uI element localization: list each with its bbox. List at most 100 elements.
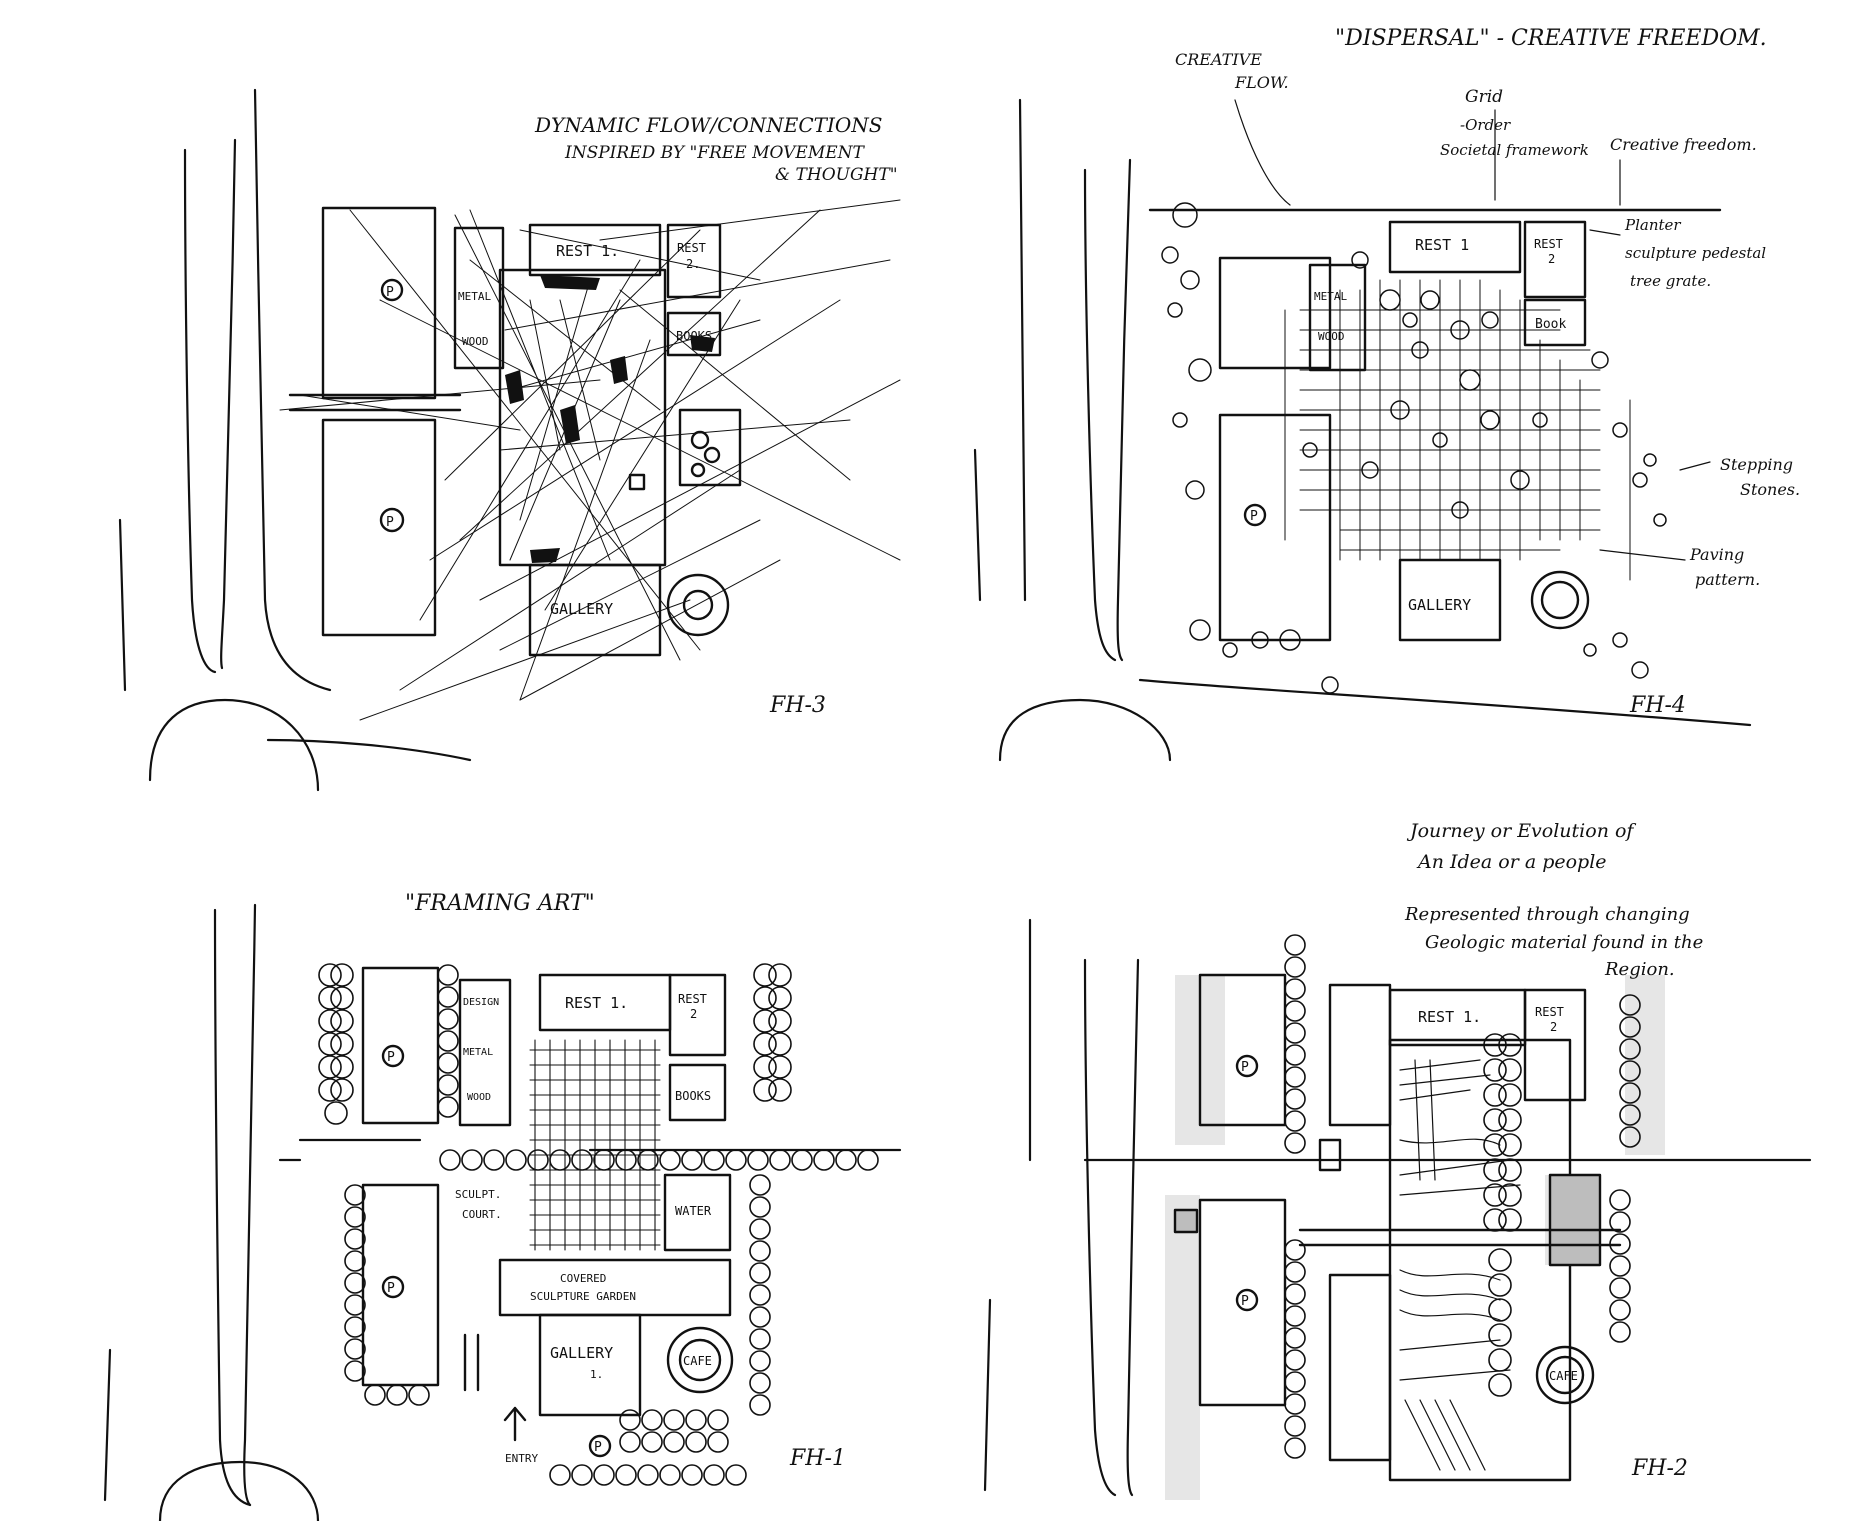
fh1-court-label: COURT. [462,1208,502,1221]
fh4-planter-note: Planter [1624,216,1681,234]
fh1-parking-label-n: P [387,1050,395,1065]
fh1-gallery-block [538,1313,642,1417]
fh1-labels: REST 1. REST 2 DESIGN METAL WOOD BOOKS W… [387,891,846,1471]
fh1-rest1-label: REST 1. [565,994,628,1012]
fh3-rest1-label: REST 1. [556,242,619,260]
fh1-cafe-label: CAFE [683,1354,712,1368]
fh3-labels: REST 1. REST 2. METAL WOOD BOOKS GALLERY… [386,113,898,718]
fh1-rest2b-label: 2 [690,1007,697,1021]
fh3-note-line3: & THOUGHT" [775,165,898,185]
fh4-societal-note: Societal framework [1440,141,1589,159]
fh1-parking-label-e: P [594,1440,602,1455]
fh4-rest2b-label: 2 [1548,252,1555,266]
fh1-covered-garden-block [498,1258,732,1317]
fh1-sculpture-garden-label: SCULPTURE GARDEN [530,1290,636,1303]
fh3-fountain-court [678,408,742,487]
fh1-design-label: DESIGN [463,997,499,1008]
fh4-circle-inner [1540,580,1580,620]
fh4-gallery-label: GALLERY [1408,596,1471,614]
fh4-order-note: -Order [1460,116,1511,134]
fh4-stepping-note-2: Stones. [1740,480,1800,499]
fh2-parking-symbol-n [1235,1054,1259,1078]
fh4-rest2-block [1523,220,1587,299]
fh3-note-line1: DYNAMIC FLOW/CONNECTIONS [534,113,883,137]
fh2-studio-block [1328,983,1392,1127]
fh1-parking-symbol-e [588,1434,612,1458]
fh3-books-block [666,311,722,357]
fh2-gallery-block [1328,1273,1392,1462]
fh1-tree-rows [318,963,879,1486]
panel-fh4: REST 1 REST 2 METAL WOOD Book GALLERY P … [973,26,1800,762]
fh3-sheet-label: FH-3 [769,693,826,718]
fh3-rest2b-label: 2. [686,257,700,271]
fh1-rest2-block [668,973,727,1057]
fh2-cafe-inner [1545,1355,1585,1395]
fh3-rest2-label: REST [677,241,706,255]
fh1-cafe-plaza [666,1326,734,1394]
fh4-wood-label: WOOD [1318,330,1345,343]
fh4-title: "DISPERSAL" - CREATIVE FREEDOM. [1335,26,1767,51]
fh2-note-line4: Geologic material found in the [1425,932,1703,953]
fh1-gallery-num: 1. [590,1368,603,1381]
fh1-parking-symbol-s [381,1275,405,1299]
fh4-circle-plaza [1530,570,1590,630]
fh1-grid-pattern [529,1039,661,1251]
fh3-parking-south [321,418,437,637]
fh4-rest2-label: REST [1534,237,1563,251]
fh4-creative-flow-2: FLOW. [1234,73,1289,92]
fh1-parking-symbol-n [381,1044,405,1068]
fh3-note-line2: INSPIRED BY "FREE MOVEMENT [564,143,866,163]
fh1-buildings [361,966,734,1458]
fh1-studio-block [458,978,512,1127]
fh2-rest2-block [1523,988,1587,1102]
fh2-cafe-plaza [1535,1345,1595,1405]
fh2-parking-south [1198,1198,1287,1407]
fh3-parking-label-s: P [386,515,394,530]
fh3-gallery-label: GALLERY [550,600,613,618]
fh3-wood-label: WOOD [462,335,489,348]
fh3-buildings [288,206,742,657]
fh4-book-label: Book [1535,317,1566,332]
fh3-circle-plaza [666,573,730,637]
fh4-rest1-block [1388,220,1522,274]
fh2-note-line3: Represented through changing [1404,904,1690,925]
fh1-parking-north [361,966,440,1125]
fh2-buildings [1173,973,1622,1482]
fh1-site-roads [103,903,902,1521]
fh1-water-block [663,1173,732,1252]
fh3-parking-symbol-s [379,507,405,533]
fh4-creative-flow-1: CREATIVE [1175,50,1262,69]
fh3-parking-symbol-n [380,278,404,302]
fh2-labels: REST 1. REST 2 CAFE P P Journey or Evolu… [1241,820,1703,1481]
fh4-sheet-label: FH-4 [1629,693,1686,718]
fh2-rest1-label: REST 1. [1418,1008,1481,1026]
fh3-parking-label-n: P [386,285,394,300]
fh3-rest1-block [528,223,662,277]
fh3-parking-north [321,206,437,400]
fh1-rest2-label: REST [678,992,707,1006]
fh2-note-line5: Region. [1604,959,1675,980]
fh2-cafe-label: CAFE [1549,1369,1578,1383]
fh1-cafe-inner [678,1338,722,1382]
fh4-leader-lines [1234,99,1711,561]
fh2-parking-north [1198,973,1287,1127]
fh3-metal-wood-block [453,226,505,370]
fh1-wood-label: WOOD [467,1092,491,1103]
fh4-parking-north [1218,256,1332,370]
fh4-creative-freedom-note: Creative freedom. [1610,135,1757,154]
fh1-water-label: WATER [675,1204,712,1218]
fh1-parking-south [361,1183,440,1387]
fh1-books-label: BOOKS [675,1089,711,1103]
fh4-trees-and-stones [1161,202,1667,694]
fh4-paving-note-2: pattern. [1695,570,1760,589]
fh4-site-roads [973,98,1752,762]
fh2-site-roads [983,918,1812,1497]
fh1-metal-label: METAL [463,1047,493,1058]
fh2-note-line2: An Idea or a people [1416,851,1607,873]
panel-fh1: REST 1. REST 2 DESIGN METAL WOOD BOOKS W… [103,891,902,1521]
fh4-buildings [1148,208,1722,642]
fh1-covered-label: COVERED [560,1272,606,1285]
fh4-rest1-label: REST 1 [1415,236,1469,254]
fh4-parking-south [1218,413,1332,642]
